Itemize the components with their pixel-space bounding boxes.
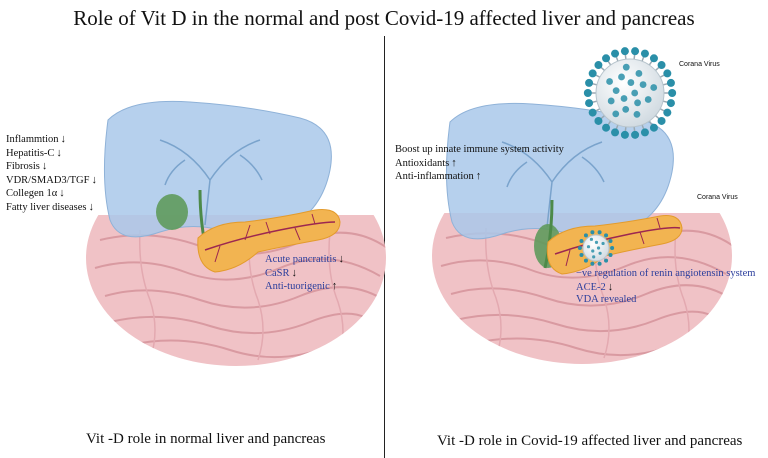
liver-effect-item: Fibrosis↓ bbox=[6, 160, 48, 172]
left-organ-illustration bbox=[86, 100, 386, 366]
raas-effect-item: VDA revealed bbox=[576, 294, 637, 305]
raas-effect-item: ACE-2↓ bbox=[576, 280, 614, 293]
immune-effects-list: Boost up innate immune system activity A… bbox=[395, 144, 566, 184]
liver-effect-item: VDR/SMAD3/TGF↓ bbox=[6, 173, 97, 186]
pancreas-effects-list: Acute pancratitis↓ CaSR↓ Anti-tuorigenic… bbox=[265, 253, 344, 294]
pancreas-effect-item: Acute pancratitis↓ bbox=[265, 253, 344, 265]
virus-large-icon bbox=[583, 47, 677, 139]
liver-effect-item: Hepatitis-C↓ bbox=[6, 146, 62, 159]
right-caption: Vit -D role in Covid-19 affected liver a… bbox=[437, 433, 743, 449]
virus-label-large: Corana Virus bbox=[679, 61, 720, 68]
figure-title: Role of Vit D in the normal and post Cov… bbox=[73, 6, 695, 30]
immune-effect-item: Anti-inflammation↑ bbox=[395, 170, 482, 182]
liver-effect-item: Inflammtion↓ bbox=[6, 133, 66, 145]
left-gallbladder bbox=[156, 194, 188, 230]
pancreas-effect-item: CaSR↓ bbox=[265, 266, 298, 279]
virus-label-small: Corana Virus bbox=[697, 194, 738, 201]
raas-effect-item: −ve regulation of renin angiotensin syst… bbox=[576, 268, 756, 279]
immune-effect-item: Antioxidants↑ bbox=[395, 156, 457, 169]
pancreas-effect-item: Anti-tuorigenic↑ bbox=[265, 280, 338, 292]
liver-effect-item: Collegen 1α↓ bbox=[6, 187, 65, 199]
immune-effect-item: Boost up innate immune system activity bbox=[395, 144, 564, 155]
raas-effects-list: −ve regulation of renin angiotensin syst… bbox=[576, 268, 757, 307]
left-caption: Vit -D role in normal liver and pancreas bbox=[86, 431, 326, 447]
virus-small-icon bbox=[577, 230, 615, 266]
liver-effect-item: Fatty liver diseases↓ bbox=[6, 200, 94, 213]
liver-effects-list: Inflammtion↓ Hepatitis-C↓ Fibrosis↓ VDR/… bbox=[6, 133, 97, 214]
